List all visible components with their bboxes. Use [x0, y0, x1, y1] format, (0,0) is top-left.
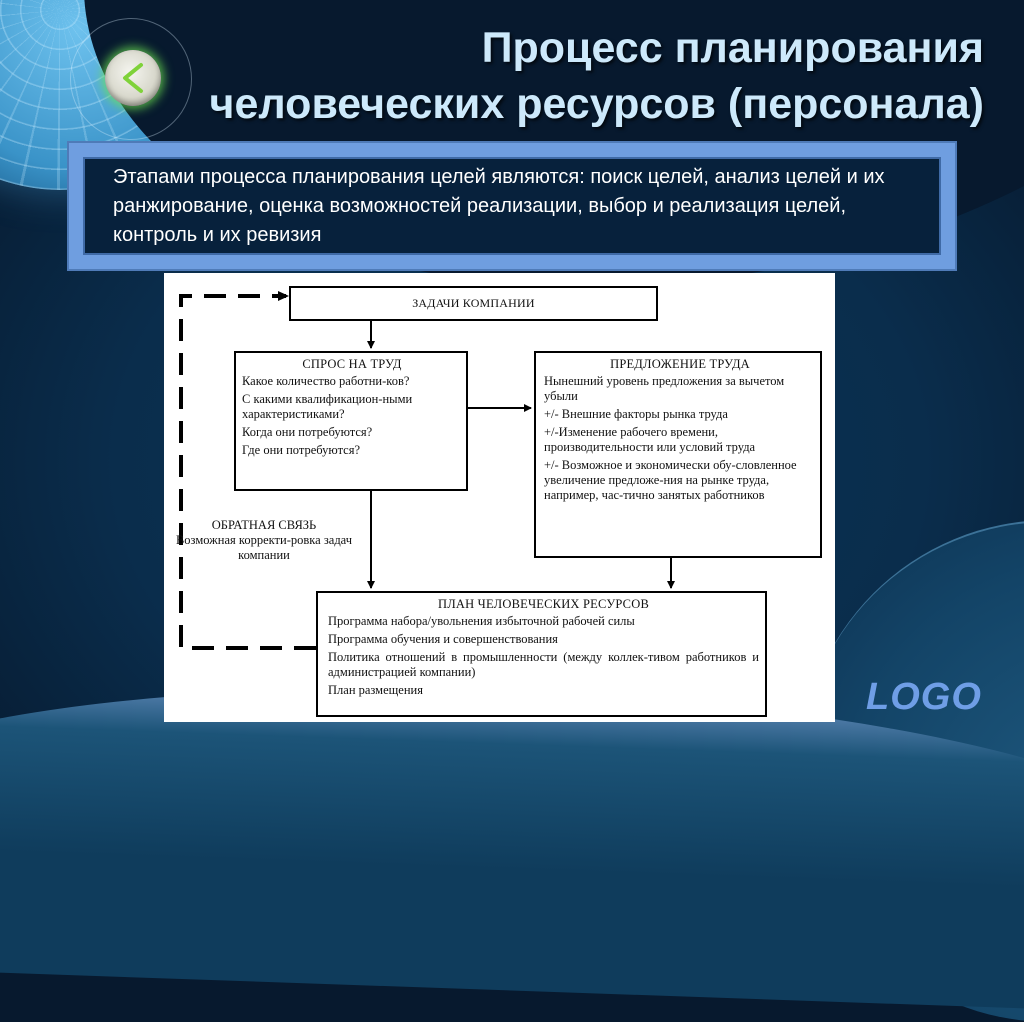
tasks-header: ЗАДАЧИ КОМПАНИИ [412, 296, 535, 310]
back-button-ring [70, 18, 192, 140]
back-button[interactable] [105, 50, 161, 106]
supply-item: +/-Изменение рабочего времени, производи… [544, 425, 756, 454]
chevron-left-icon [123, 63, 143, 93]
feedback-label: ОБРАТНАЯ СВЯЗЬ Возможная корректи-ровка … [174, 518, 354, 563]
supply-header: ПРЕДЛОЖЕНИЕ ТРУДА [610, 357, 750, 371]
demand-item: С какими квалификацион-ными характеристи… [242, 392, 413, 421]
plan-item: Программа обучения и совершенствования [328, 632, 558, 646]
supply-item: +/- Возможное и экономически обу-словлен… [544, 458, 797, 502]
supply-item: Нынешний уровень предложения за вычетом … [544, 374, 785, 403]
demand-item: Когда они потребуются? [242, 425, 373, 439]
info-box: Этапами процесса планирования целей явля… [67, 141, 957, 271]
plan-item: Политика отношений в промышленности (меж… [328, 650, 759, 679]
demand-header: СПРОС НА ТРУД [302, 357, 402, 371]
plan-item: Программа набора/увольнения избыточной р… [328, 614, 635, 628]
connector-lines [179, 291, 675, 650]
plan-box: ПЛАН ЧЕЛОВЕЧЕСКИХ РЕСУРСОВ Программа наб… [316, 591, 767, 717]
hr-planning-diagram: ЗАДАЧИ КОМПАНИИ СПРОС НА ТРУД Какое коли… [164, 273, 835, 722]
supply-box: ПРЕДЛОЖЕНИЕ ТРУДА Нынешний уровень предл… [534, 351, 822, 558]
tasks-box: ЗАДАЧИ КОМПАНИИ [289, 286, 658, 321]
demand-item: Какое количество работни-ков? [242, 374, 410, 388]
demand-item: Где они потребуются? [242, 443, 361, 457]
supply-item: +/- Внешние факторы рынка труда [544, 407, 728, 421]
feedback-header: ОБРАТНАЯ СВЯЗЬ [211, 518, 317, 532]
feedback-text: Возможная корректи-ровка задач компании [175, 533, 353, 562]
title-line-1: Процесс планирования [481, 24, 984, 72]
logo: LOGO [866, 676, 982, 718]
plan-header: ПЛАН ЧЕЛОВЕЧЕСКИХ РЕСУРСОВ [438, 597, 649, 611]
slide-title: Процесс планирования человеческих ресурс… [124, 20, 984, 132]
plan-item: План размещения [328, 683, 423, 697]
demand-box: СПРОС НА ТРУД Какое количество работни-к… [234, 351, 468, 491]
info-text: Этапами процесса планирования целей явля… [83, 157, 941, 255]
title-line-2: человеческих ресурсов (персонала) [209, 80, 984, 128]
